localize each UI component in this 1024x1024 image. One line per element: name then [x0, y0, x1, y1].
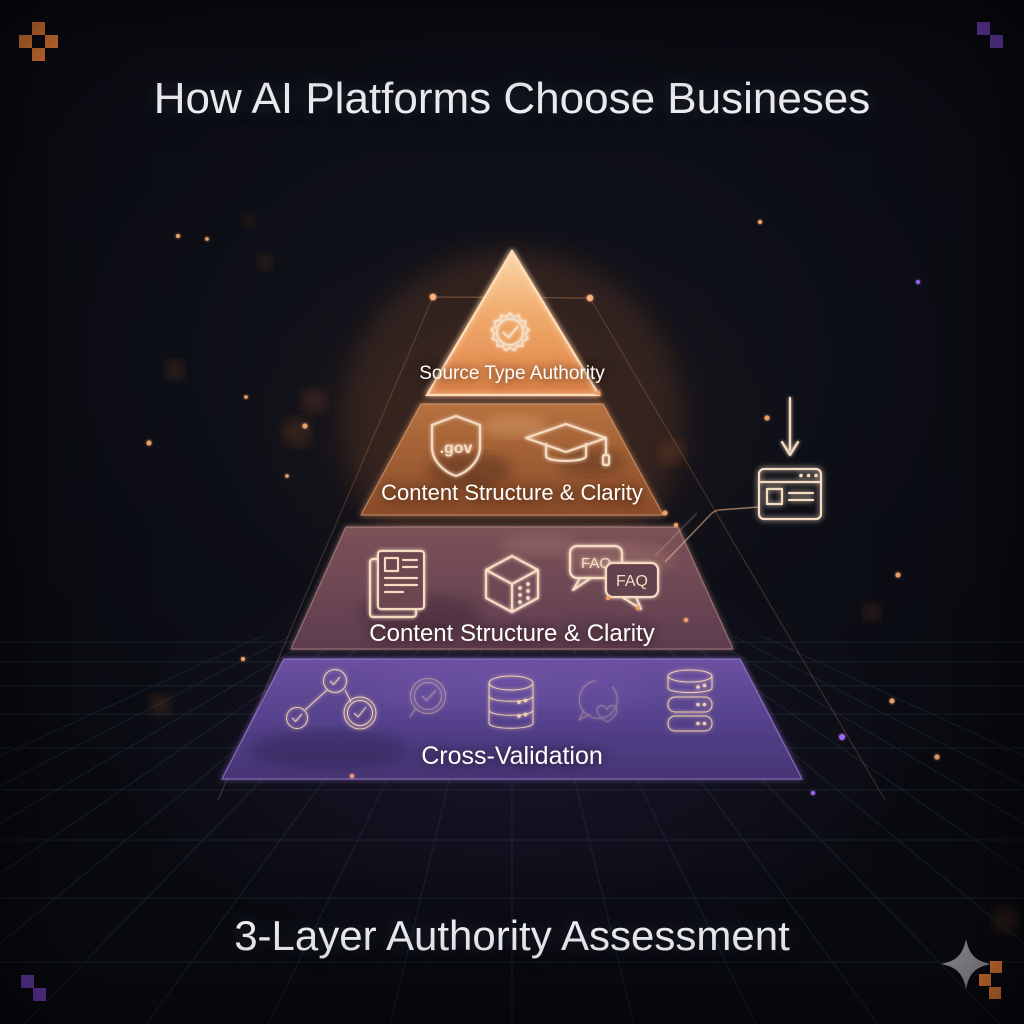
- browser-window-icon: [757, 467, 823, 521]
- documents-icon: [368, 549, 426, 619]
- search-heart-icon: [577, 679, 618, 723]
- gov-shield-label: .gov: [440, 440, 473, 457]
- seal-check-badge-icon: [490, 311, 530, 352]
- pyramid-layer-cross-validation: [220, 658, 804, 781]
- gov-shield-icon: .gov: [430, 414, 482, 478]
- magnifier-check-icon: [409, 678, 446, 718]
- faq-bubbles-icon: FAQ FAQ: [568, 544, 660, 611]
- layer-label-content-structure-lower: Content Structure & Clarity: [369, 620, 655, 647]
- database-stack-icon: [667, 669, 713, 732]
- database-icon: [488, 675, 534, 729]
- page-title: How AI Platforms Choose Busineses: [153, 74, 871, 123]
- footer-title: 3-Layer Authority Assessment: [234, 912, 790, 959]
- pyramid-layer-source-type-authority: [425, 248, 601, 397]
- sparkle-star-icon: [941, 939, 991, 994]
- connector-line: [654, 506, 760, 563]
- check-network-icon: [286, 669, 377, 730]
- faq-back-label: FAQ: [581, 555, 611, 572]
- scatter-dots: [146, 220, 940, 795]
- cube-dice-icon: [484, 554, 540, 614]
- layer-label-cross-validation: Cross-Validation: [421, 742, 603, 770]
- down-arrow-icon: [780, 396, 800, 457]
- layer-label-source-type-authority: Source Type Authority: [419, 363, 605, 384]
- graduation-cap-icon: [524, 422, 611, 467]
- faq-front-label: FAQ: [616, 573, 648, 590]
- layer-label-content-structure-upper: Content Structure & Clarity: [381, 480, 643, 505]
